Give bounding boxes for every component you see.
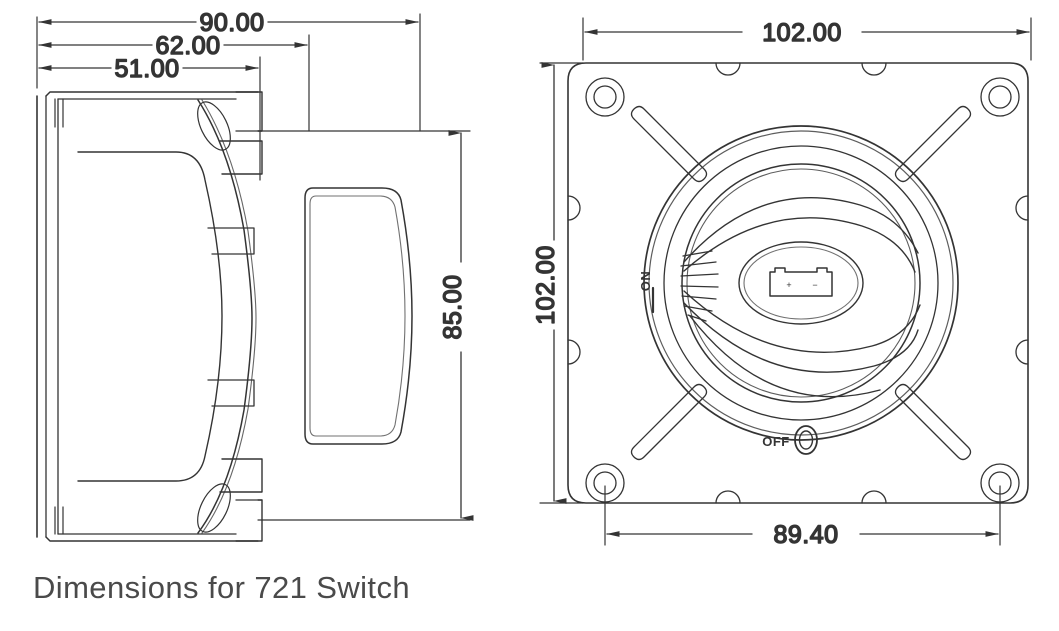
side-view-geometry xyxy=(36,91,413,542)
front-view-geometry xyxy=(567,62,1029,504)
knob-lens-contours xyxy=(683,197,921,398)
edge-notches xyxy=(567,62,1029,504)
bezel-spokes xyxy=(630,105,972,461)
on-label: ON xyxy=(638,271,653,292)
dimension-label-51: 51.00 xyxy=(114,55,179,83)
side-view-dimensions xyxy=(36,13,474,521)
drawing-caption: Dimensions for 721 Switch xyxy=(33,570,410,605)
dimension-label-8940: 89.40 xyxy=(773,521,838,549)
front-view-dimensions xyxy=(539,17,1032,546)
battery-minus-label: − xyxy=(812,280,817,290)
knob-grip-ribs-icon xyxy=(680,250,719,322)
knob-center-hub xyxy=(738,241,864,325)
dimension-label-62: 62.00 xyxy=(155,32,220,60)
battery-plus-label: + xyxy=(786,280,791,290)
off-label: OFF xyxy=(762,434,790,449)
knob-bezel xyxy=(643,125,959,441)
battery-icon xyxy=(769,267,833,297)
knob-body xyxy=(681,163,921,403)
dimension-label-85: 85.00 xyxy=(439,274,467,339)
dimension-label-102-height: 102.00 xyxy=(532,245,560,324)
dimension-label-102-width: 102.00 xyxy=(762,19,841,47)
dimension-85 xyxy=(257,130,474,521)
power-off-ring-icon xyxy=(794,425,818,455)
dimension-label-90: 90.00 xyxy=(199,9,264,37)
